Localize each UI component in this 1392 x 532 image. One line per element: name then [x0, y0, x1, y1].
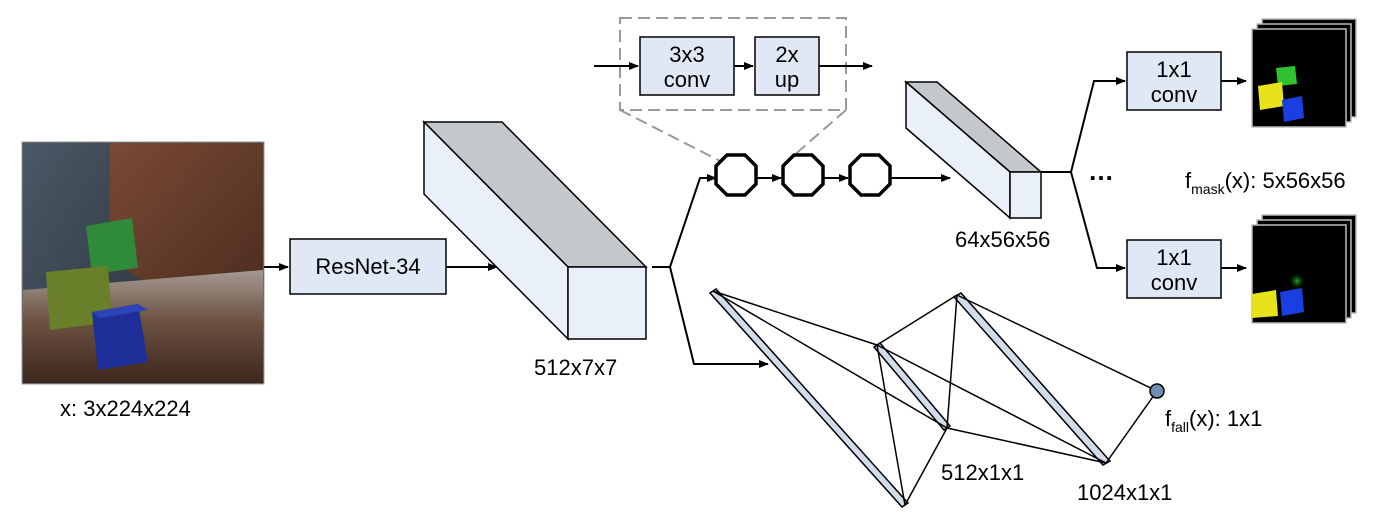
- input-image: [21, 141, 265, 385]
- head-conv-bottom-line2: conv: [1151, 270, 1197, 295]
- decoder-block-1: [714, 153, 758, 197]
- resnet-label: ResNet-34: [315, 254, 420, 279]
- conv3x3-label-line2: conv: [664, 67, 710, 92]
- decoder-block-3: [848, 153, 892, 197]
- feature-tensor-64: [903, 80, 1044, 220]
- input-shape-label: x: 3x224x224: [60, 396, 191, 421]
- feature-tensor-512: [422, 120, 648, 341]
- fall-output-label: ffall(x): 1x1: [1165, 406, 1262, 435]
- inset-zoom-line-left: [619, 109, 727, 165]
- upsample-label-line1: 2x: [775, 42, 798, 67]
- head-branch-top: [1070, 77, 1126, 173]
- fc-1024-label: 1024x1x1: [1077, 480, 1172, 505]
- fc-layer-1024-bar-b: [952, 292, 1112, 466]
- tensor-64-label: 64x56x56: [955, 227, 1050, 252]
- upsample-box: 2x up: [754, 36, 820, 96]
- decoder-inset-frame: [619, 17, 847, 111]
- conv3x3-box: 3x3 conv: [639, 36, 735, 96]
- tensor-512-label: 512x7x7: [534, 355, 617, 380]
- conv3x3-label-line1: 3x3: [669, 42, 704, 67]
- fc-connections: [712, 290, 1158, 506]
- fc-512-label: 512x1x1: [941, 460, 1024, 485]
- mask-stack-top: [1251, 18, 1357, 128]
- mask-stack-bottom: [1251, 214, 1357, 324]
- fall-output-node: [1149, 383, 1165, 399]
- mask-output-label: fmask(x): 5x56x56: [1185, 168, 1346, 197]
- fc-layer-512-bar: [708, 288, 910, 508]
- head-conv-top: 1x1 conv: [1126, 51, 1222, 111]
- resnet-box: ResNet-34: [289, 238, 447, 295]
- fc-layer-1024-bar-a: [872, 342, 952, 431]
- head-conv-top-line1: 1x1: [1156, 57, 1191, 82]
- branch-split-upper: [652, 174, 717, 268]
- head-conv-top-line2: conv: [1151, 82, 1197, 107]
- heads-ellipsis: …: [1088, 156, 1114, 186]
- inset-zoom-line-right: [783, 109, 847, 165]
- upsample-label-line2: up: [775, 67, 799, 92]
- head-conv-bottom: 1x1 conv: [1126, 239, 1222, 299]
- head-branch-bottom: [1070, 171, 1126, 272]
- head-conv-bottom-line1: 1x1: [1156, 245, 1191, 270]
- branch-split-lower: [669, 266, 769, 368]
- decoder-block-2: [781, 153, 825, 197]
